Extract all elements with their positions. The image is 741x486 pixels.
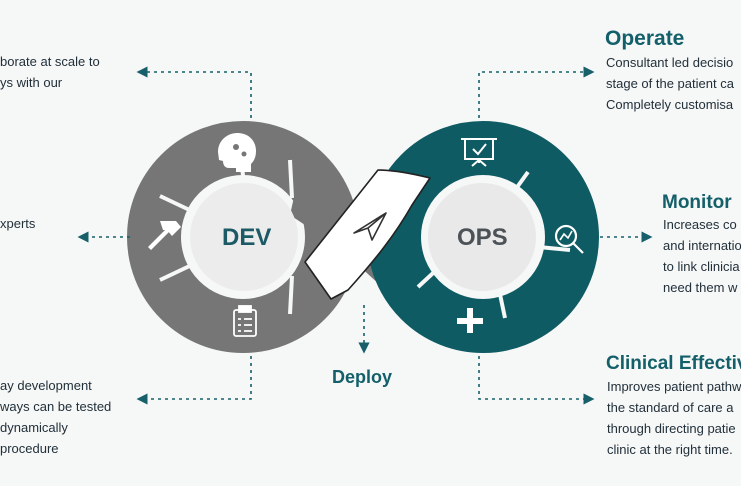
monitor-line: to link clinicia (663, 259, 740, 274)
clinical-line: through directing patie (607, 421, 736, 436)
clinical-line: Improves patient pathw (607, 379, 741, 394)
left-bottom-line: dynamically (0, 420, 68, 435)
ops-label: OPS (457, 224, 508, 251)
left-bottom-text: ay development ways can be tested dynami… (0, 375, 111, 459)
plus-icon (457, 308, 483, 333)
leader-operate (478, 66, 595, 118)
operate-description: Consultant led decisio stage of the pati… (606, 52, 734, 115)
clinical-description: Improves patient pathw the standard of c… (607, 376, 741, 460)
clinical-title: Clinical Effectiv (606, 353, 741, 374)
ops-hub (428, 183, 536, 291)
dev-label: DEV (222, 224, 272, 251)
leader-clinical (478, 356, 595, 405)
monitor-description: Increases co and internatio to link clin… (663, 214, 741, 298)
operate-line: Consultant led decisio (606, 55, 734, 70)
left-bottom-line: ay development (0, 378, 92, 393)
monitor-title: Monitor (662, 192, 732, 213)
clipboard-checklist-icon (233, 305, 257, 337)
operate-line: stage of the patient ca (606, 76, 734, 91)
left-bottom-line: procedure (0, 441, 59, 456)
left-middle-line: xperts (0, 216, 36, 231)
clinical-line: the standard of care a (607, 400, 734, 415)
dev-hub (190, 183, 298, 291)
monitor-line: need them w (663, 280, 738, 295)
hammer-icon (148, 221, 181, 250)
deploy-label: Deploy (332, 367, 393, 387)
presentation-board-icon (461, 138, 497, 167)
leader-bottom-left (136, 356, 252, 405)
brain-puzzle-icon (218, 133, 256, 172)
operate-title: Operate (605, 27, 685, 50)
monitor-line: and internatio (663, 238, 741, 253)
magnifier-chart-icon (554, 224, 584, 254)
left-bottom-line: ways can be tested (0, 399, 112, 414)
clinical-line: clinic at the right time. (607, 442, 733, 457)
leader-top-left (136, 66, 252, 118)
monitor-line: Increases co (663, 217, 737, 232)
paper-plane-icon (353, 212, 387, 241)
operate-line: Completely customisa (606, 97, 734, 112)
left-top-line: borate at scale to (0, 54, 100, 69)
left-top-line: ys with our (0, 75, 63, 90)
deploy-ribbon (304, 169, 431, 300)
left-middle-text: xperts (0, 213, 35, 234)
left-top-text: borate at scale to ys with our (0, 51, 100, 93)
